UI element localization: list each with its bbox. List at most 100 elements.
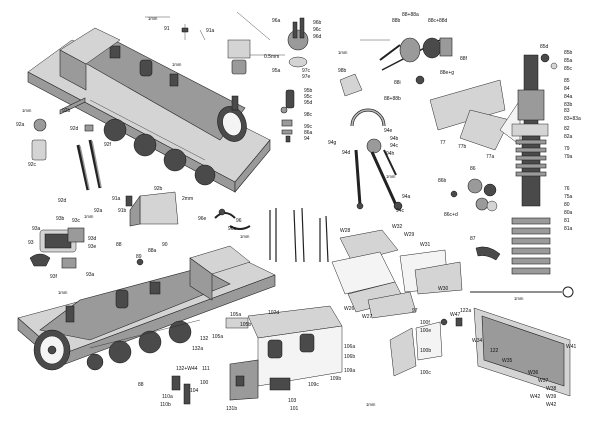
- svg-text:93: 93: [28, 240, 34, 246]
- svg-text:83+83a: 83+83a: [564, 116, 581, 122]
- svg-text:100c: 100c: [420, 370, 431, 376]
- svg-text:88: 88: [116, 242, 122, 248]
- svg-text:92b: 92b: [154, 186, 163, 192]
- svg-text:88+88a: 88+88a: [402, 12, 419, 18]
- svg-text:83: 83: [564, 108, 570, 114]
- svg-text:98b: 98b: [338, 68, 347, 74]
- parts-86: 86 86b 86c+d: [438, 166, 498, 218]
- svg-text:94c: 94c: [390, 143, 399, 149]
- svg-text:100f: 100f: [420, 320, 430, 326]
- svg-text:80: 80: [564, 202, 570, 208]
- svg-text:1mm: 1mm: [240, 234, 250, 239]
- svg-text:95d: 95d: [304, 100, 313, 106]
- svg-text:109a: 109a: [344, 368, 355, 374]
- svg-text:92a: 92a: [94, 208, 103, 214]
- locomotive-bottom: [17, 245, 276, 371]
- svg-text:94a: 94a: [402, 194, 411, 200]
- svg-text:96a: 96a: [228, 226, 237, 232]
- svg-text:92b: 92b: [62, 108, 71, 114]
- svg-text:W35: W35: [502, 358, 513, 364]
- svg-text:94c: 94c: [396, 208, 405, 214]
- parts-W40: W47 122a W34 122 W35 W36 W37 W38 W39 W41…: [440, 307, 577, 408]
- svg-text:W38: W38: [546, 386, 557, 392]
- svg-text:93d: 93d: [88, 236, 97, 242]
- svg-text:1mm: 1mm: [172, 62, 182, 67]
- svg-text:1mm: 1mm: [58, 290, 68, 295]
- svg-text:1mm: 1mm: [386, 174, 396, 179]
- wire-1mm: 1mm: [470, 286, 574, 301]
- svg-text:91a: 91a: [112, 196, 121, 202]
- svg-text:91: 91: [164, 26, 170, 32]
- svg-text:92a: 92a: [16, 122, 25, 128]
- svg-text:94d: 94d: [342, 150, 351, 156]
- svg-text:86b: 86b: [438, 178, 447, 184]
- svg-text:91b: 91b: [118, 208, 127, 214]
- svg-text:W30: W30: [438, 286, 449, 292]
- svg-text:88i: 88i: [394, 80, 401, 86]
- svg-text:97: 97: [412, 308, 418, 314]
- svg-text:79: 79: [564, 146, 570, 152]
- svg-text:104: 104: [190, 388, 199, 394]
- svg-text:96d: 96d: [313, 34, 322, 40]
- svg-text:W42: W42: [530, 394, 541, 400]
- svg-text:96c: 96c: [313, 27, 322, 33]
- svg-text:109c: 109c: [308, 382, 319, 388]
- svg-text:80a: 80a: [564, 210, 573, 216]
- svg-text:91a: 91a: [206, 28, 215, 34]
- svg-text:88e+g: 88e+g: [440, 70, 454, 76]
- svg-text:0.5mm: 0.5mm: [264, 54, 279, 60]
- svg-text:109b: 109b: [330, 376, 341, 382]
- svg-text:1mm: 1mm: [366, 402, 376, 407]
- svg-text:97c: 97c: [302, 68, 311, 74]
- svg-text:W34: W34: [472, 338, 483, 344]
- parts-wire-frames: [269, 207, 329, 263]
- svg-text:77a: 77a: [486, 154, 495, 160]
- svg-text:82a: 82a: [564, 134, 573, 140]
- svg-text:96e: 96e: [198, 216, 207, 222]
- svg-text:77b: 77b: [458, 144, 467, 150]
- labels-parts-96: 96a 96b 96c 96d 0.5mm 95a 97c 97e 98b: [264, 18, 347, 80]
- svg-text:103: 103: [288, 398, 297, 404]
- svg-text:93e: 93e: [88, 244, 97, 250]
- labels-loco-bottom: 88 88a 89 90 132a 132+W44 132 88 1mm: [58, 242, 209, 388]
- svg-text:96b: 96b: [313, 20, 322, 26]
- svg-text:97e: 97e: [302, 74, 311, 80]
- svg-text:85: 85: [564, 78, 570, 84]
- svg-text:122a: 122a: [460, 308, 471, 314]
- parts-88: 1mm 88b 88+88a 88c+88d 88e+g 88+88b 88f …: [338, 12, 468, 102]
- svg-text:85b: 85b: [564, 50, 573, 56]
- svg-text:92d: 92d: [58, 198, 67, 204]
- svg-text:W36: W36: [528, 370, 539, 376]
- svg-text:76: 76: [564, 186, 570, 192]
- svg-text:85d: 85d: [540, 44, 549, 50]
- svg-text:93a: 93a: [86, 272, 95, 278]
- svg-text:83b: 83b: [564, 102, 573, 108]
- svg-text:99c: 99c: [304, 124, 313, 130]
- svg-text:W31: W31: [420, 242, 431, 248]
- svg-text:94h: 94h: [386, 151, 395, 157]
- svg-text:88+88b: 88+88b: [384, 96, 401, 102]
- parts-100: 100f 100e 100b 100c 1mm: [366, 320, 443, 407]
- parts-94: 94g 94e 94b 94c 94h 94d 94a 94c 1mm: [328, 108, 411, 214]
- svg-text:90: 90: [162, 242, 168, 248]
- svg-text:94: 94: [304, 136, 310, 142]
- svg-text:132+W44: 132+W44: [176, 366, 198, 372]
- svg-text:100: 100: [200, 380, 209, 386]
- svg-text:84a: 84a: [564, 94, 573, 100]
- svg-text:W37: W37: [538, 378, 549, 384]
- parts-77: 77 77b 77a: [429, 79, 521, 160]
- svg-text:132a: 132a: [192, 346, 203, 352]
- svg-text:86: 86: [470, 166, 476, 172]
- parts-96e-bottom: 96e 96 96a 1mm: [198, 208, 251, 239]
- parts-87: 87: [470, 236, 501, 261]
- svg-text:110b: 110b: [160, 402, 171, 408]
- svg-text:W42: W42: [546, 402, 557, 408]
- svg-text:W29: W29: [404, 232, 415, 238]
- svg-text:95c: 95c: [304, 94, 313, 100]
- svg-text:2mm: 2mm: [182, 196, 193, 202]
- svg-text:105a: 105a: [230, 312, 241, 318]
- svg-text:81a: 81a: [564, 226, 573, 232]
- svg-text:96a: 96a: [272, 18, 281, 24]
- svg-text:105b: 105b: [240, 322, 251, 328]
